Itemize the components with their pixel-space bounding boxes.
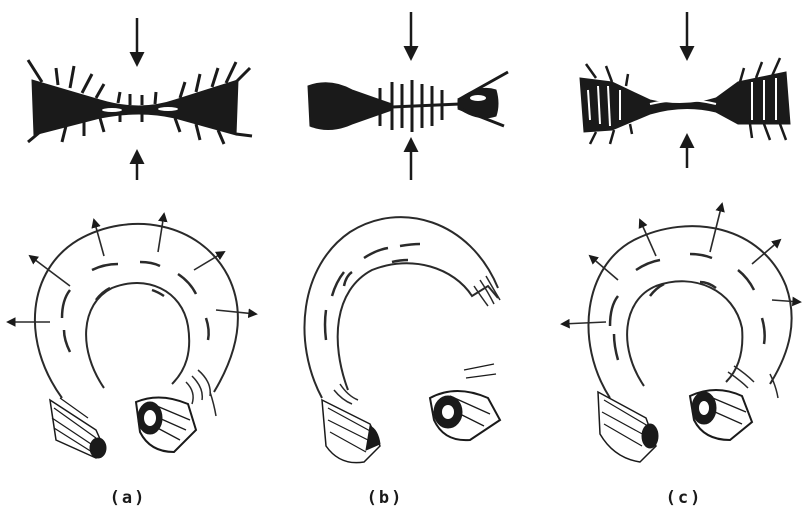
panel-c-cut-ends	[598, 390, 752, 462]
panel-label-a: (a)	[88, 488, 168, 508]
panel-b-disc-side-view	[308, 72, 508, 132]
panel-a-disc-side-view	[28, 60, 252, 144]
panel-a-annulus-top-view	[35, 224, 238, 416]
panel-c-radial-arrows	[562, 204, 800, 324]
panel-b-cut-ends	[322, 364, 500, 463]
panel-a-radial-arrows	[8, 214, 256, 322]
panel-c-disc-side-view	[580, 58, 790, 144]
panel-c-annulus-top-view	[588, 226, 791, 398]
panel-label-c: (c)	[644, 488, 724, 508]
panel-label-b: (b)	[345, 488, 425, 508]
panel-a-cut-ends	[50, 397, 196, 458]
panel-b-annulus-top-view	[304, 217, 500, 404]
